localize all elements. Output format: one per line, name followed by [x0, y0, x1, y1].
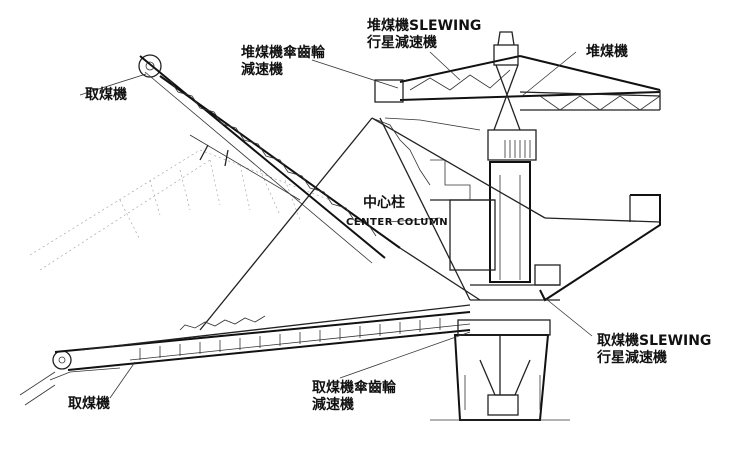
tie-rods	[199, 117, 661, 331]
label-stacker-bevel-gear-reducer-line2: 減速機	[241, 61, 283, 78]
stacker-boom	[374, 31, 661, 131]
label-reclaimer-upper: 取煤機	[85, 86, 127, 103]
foundation	[430, 319, 570, 421]
label-center-column-cn: 中心柱	[363, 194, 405, 211]
label-stacker-slewing-reducer-line1: 堆煤機SLEWING	[367, 17, 481, 34]
leader-lines	[79, 51, 593, 399]
counterweight	[539, 194, 661, 302]
coal-pile-haze	[19, 149, 331, 406]
upper-reclaimer-boom	[138, 54, 401, 264]
label-stacker-bevel-gear-reducer-line1: 堆煤機傘齒輪	[241, 44, 326, 61]
label-stacker-slewing-reducer-line2: 行星減速機	[366, 34, 437, 51]
label-center-column-en: CENTER COLUMN	[346, 217, 448, 228]
label-reclaimer-bevel-gear-reducer-line2: 減速機	[312, 396, 354, 413]
label-stacker: 堆煤機	[586, 43, 628, 60]
label-reclaimer-slewing-reducer-line2: 行星減速機	[596, 349, 667, 366]
label-reclaimer-lower: 取煤機	[68, 395, 110, 412]
lower-reclaimer-boom	[49, 304, 471, 381]
label-reclaimer-slewing-reducer-line1: 取煤機SLEWING	[597, 332, 711, 349]
label-reclaimer-bevel-gear-reducer-line1: 取煤機傘齒輪	[312, 379, 397, 396]
